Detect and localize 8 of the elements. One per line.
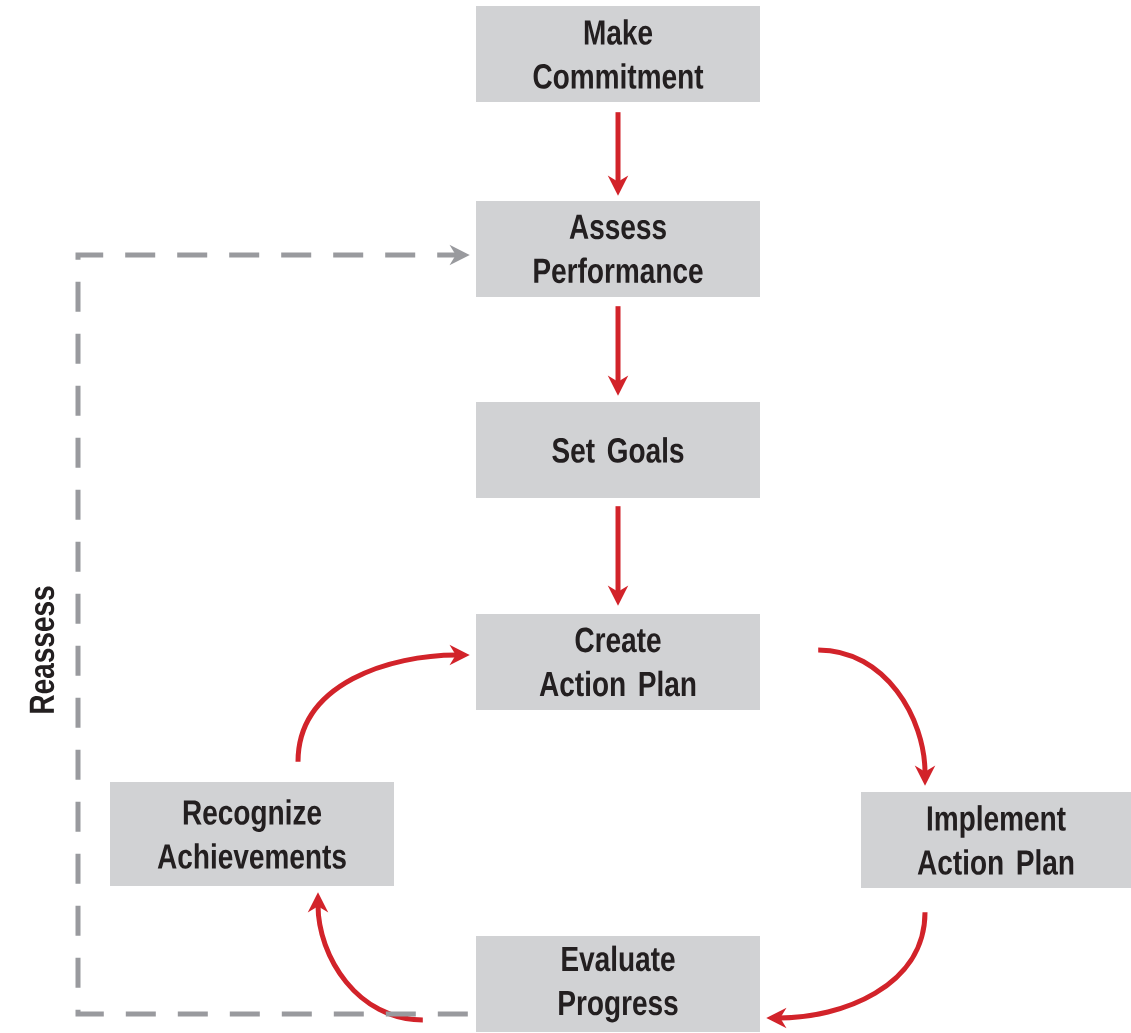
process-box: Recognize Achievements	[110, 782, 394, 886]
process-box: Assess Performance	[476, 201, 760, 297]
process-box: Evaluate Progress	[476, 936, 760, 1032]
process-box: Make Commitment	[476, 6, 760, 102]
process-box: Create Action Plan	[476, 614, 760, 710]
process-box: Implement Action Plan	[861, 792, 1131, 888]
process-box: Set Goals	[476, 402, 760, 498]
edge-label: Reassess	[29, 586, 55, 713]
